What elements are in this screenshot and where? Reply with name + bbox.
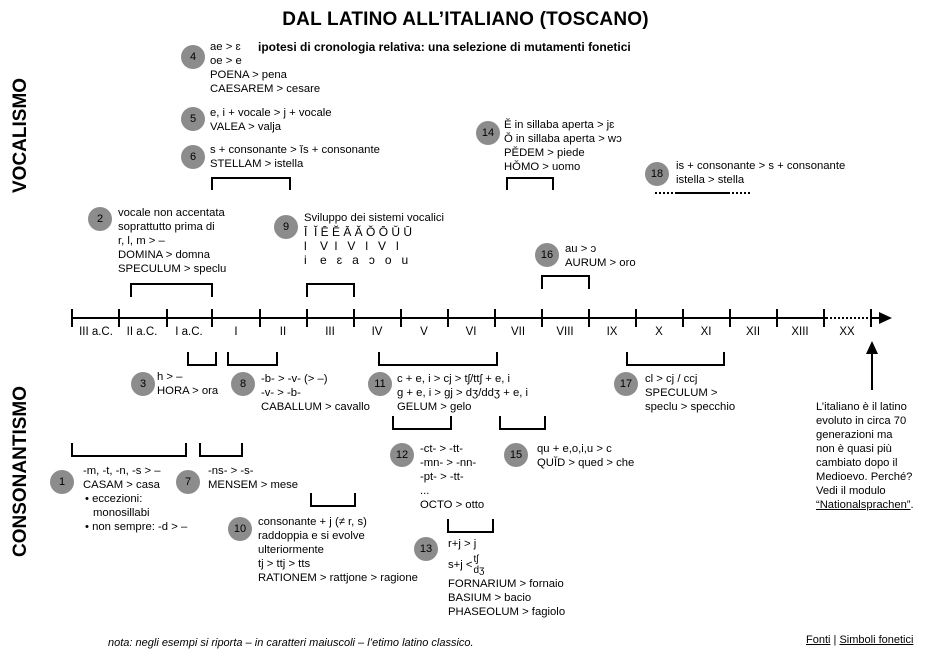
century-label: VIII (556, 326, 574, 338)
change-number-badge: 18 (645, 162, 669, 186)
link-separator: | (833, 634, 837, 646)
century-label: III (325, 326, 335, 338)
change-number-badge: 8 (231, 372, 255, 396)
bracket-12 (392, 416, 452, 430)
timeline-arrow-head (879, 312, 892, 324)
change-9-text: Sviluppo dei sistemi vocalici Ī Ĭ Ē Ĕ Ā … (304, 212, 445, 267)
change-10-text: consonante + j (≠ r, s)raddoppia e si ev… (258, 516, 418, 584)
century-label: I (234, 326, 238, 338)
change-number-badge: 2 (88, 207, 112, 231)
bracket-14 (506, 177, 554, 190)
century-label: II (279, 326, 287, 338)
century-label: XIII (791, 326, 809, 338)
century-label: VII (510, 326, 526, 338)
bracket-3 (187, 352, 217, 366)
bracket-16 (541, 275, 590, 289)
change-number-badge: 12 (390, 443, 414, 467)
final-note: L’italiano è il latino evoluto in circa … (816, 401, 914, 511)
century-label: IX (606, 326, 618, 338)
bracket-11 (378, 352, 498, 366)
change-1-text: -m, -t, -n, -s > –CASAM > casa • eccezio… (83, 465, 188, 533)
century-label: I a.C. (175, 326, 203, 338)
change-number-badge: 10 (228, 517, 252, 541)
century-label: V (420, 326, 428, 338)
change-number-badge: 6 (181, 145, 205, 169)
bracket-8 (227, 352, 278, 366)
nationalsprachen-link[interactable]: “Nationalsprachen” (816, 499, 911, 511)
change-number-badge: 5 (181, 107, 205, 131)
century-label: XII (745, 326, 761, 338)
page-subtitle: ipotesi di cronologia relativa: una sele… (258, 40, 631, 54)
change-7-text: -ns- > -s-MENSEM > mese (208, 465, 299, 491)
change-number-badge: 17 (614, 372, 638, 396)
change-number-badge: 7 (176, 470, 200, 494)
page-title: DAL LATINO ALL’ITALIANO (TOSCANO) (282, 9, 649, 30)
change-number-badge: 3 (131, 372, 155, 396)
century-label: X (655, 326, 663, 338)
century-label: III a.C. (79, 326, 113, 338)
century-label: XI (700, 326, 712, 338)
bracket-17 (626, 352, 725, 366)
change-3-text: h > –HORA > ora (157, 371, 219, 397)
century-label: XX (839, 326, 855, 338)
change-number-badge: 4 (181, 45, 205, 69)
century-label: II a.C. (126, 326, 158, 338)
up-arrow-head (866, 341, 878, 354)
change-number-badge: 11 (368, 372, 392, 396)
change-number-badge: 15 (504, 443, 528, 467)
bracket-2 (130, 283, 213, 297)
change-number-badge: 14 (476, 121, 500, 145)
century-label: IV (371, 326, 383, 338)
footnote: nota: negli esempi si riporta – in carat… (108, 637, 474, 649)
footer-links: Fonti | Simboli fonetici (806, 634, 913, 646)
bracket-6 (211, 177, 291, 190)
century-label: VI (465, 326, 477, 338)
change-number-badge: 13 (414, 537, 438, 561)
change-number-badge: 9 (274, 215, 298, 239)
change-number-badge: 16 (535, 243, 559, 267)
change-number-badge: 1 (50, 470, 74, 494)
bracket-13 (447, 519, 494, 533)
change-12-text: -ct- > -tt--mn- > -nn--pt- > -tt-...OCTO… (420, 443, 485, 511)
change-8-text: -b- > -v- (> –)-v- > -b-CABALLUM > caval… (261, 373, 370, 413)
bracket-10 (310, 493, 356, 507)
bracket-7 (199, 443, 243, 457)
bracket-15 (499, 416, 546, 430)
bracket-1 (71, 443, 187, 457)
fonti-link[interactable]: Fonti (806, 634, 831, 646)
simboli-fonetici-link[interactable]: Simboli fonetici (839, 634, 914, 646)
bracket-9 (306, 283, 355, 297)
